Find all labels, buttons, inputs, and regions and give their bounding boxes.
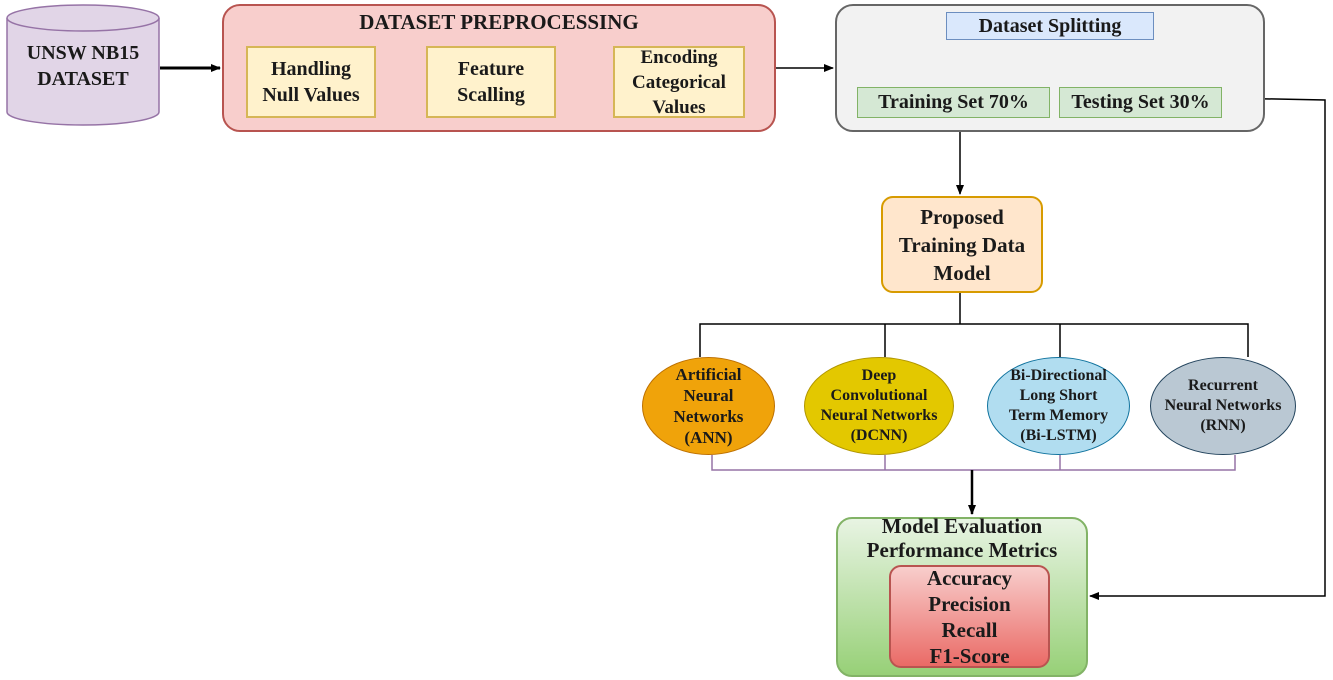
metric-precision: Precision xyxy=(928,591,1011,616)
proposed-line1: Proposed xyxy=(920,204,1004,229)
database-icon xyxy=(6,4,160,126)
metrics-box: Accuracy Precision Recall F1-Score xyxy=(889,565,1050,668)
proposed-line2: Training Data xyxy=(898,232,1026,257)
bilstm-line3: Term Memory xyxy=(1008,407,1109,424)
metric-accuracy: Accuracy xyxy=(926,565,1013,590)
encoding-line3: Values xyxy=(652,96,706,118)
proposed-line3: Model xyxy=(933,260,991,285)
bilstm-line4: (Bi-LSTM) xyxy=(1020,427,1097,444)
dataset-line2: DATASET xyxy=(37,68,129,90)
dcnn-ellipse: Deep Convolutional Neural Networks (DCNN… xyxy=(804,357,954,455)
ann-line2: Neural xyxy=(683,386,734,405)
ann-ellipse: Artificial Neural Networks (ANN) xyxy=(642,357,775,455)
dcnn-line4: (DCNN) xyxy=(850,427,908,444)
metric-f1-score: F1-Score xyxy=(929,643,1010,668)
bilstm-ellipse: Bi-Directional Long Short Term Memory (B… xyxy=(987,357,1130,455)
dataset-cylinder: UNSW NB15 DATASET xyxy=(6,4,160,126)
tree-bar xyxy=(699,323,1249,357)
splitting-title: Dataset Splitting xyxy=(946,12,1154,40)
evaluation-title: Model Evaluation Performance Metrics xyxy=(836,514,1088,562)
evaluation-title-line1: Model Evaluation xyxy=(881,514,1043,538)
testing-set-box: Testing Set 30% xyxy=(1059,87,1222,118)
dcnn-line1: Deep xyxy=(861,367,897,384)
encoding-line1: Encoding xyxy=(640,46,718,68)
dcnn-line2: Convolutional xyxy=(830,387,928,404)
ann-line4: (ANN) xyxy=(684,428,733,447)
preprocessing-title: DATASET PREPROCESSING xyxy=(359,10,639,34)
null-values-step: Handling Null Values xyxy=(246,46,376,118)
ann-line3: Networks xyxy=(673,407,744,426)
rnn-line1: Recurrent xyxy=(1188,377,1258,394)
bilstm-line2: Long Short xyxy=(1019,387,1098,404)
merge-line xyxy=(711,455,1236,471)
feature-scaling-line2: Scalling xyxy=(457,84,525,106)
bilstm-line1: Bi-Directional xyxy=(1010,367,1107,384)
training-set-box: Training Set 70% xyxy=(857,87,1050,118)
metric-recall: Recall xyxy=(941,617,998,642)
null-values-line1: Handling xyxy=(270,58,352,80)
encoding-line2: Categorical xyxy=(632,71,726,93)
evaluation-title-line2: Performance Metrics xyxy=(866,538,1058,562)
rnn-ellipse: Recurrent Neural Networks (RNN) xyxy=(1150,357,1296,455)
rnn-line2: Neural Networks xyxy=(1164,397,1282,414)
encoding-step: Encoding Categorical Values xyxy=(613,46,745,118)
dataset-line1: UNSW NB15 xyxy=(26,42,140,64)
dataset-label: UNSW NB15 DATASET xyxy=(6,40,160,92)
dcnn-line3: Neural Networks xyxy=(820,407,938,424)
proposed-model-box: Proposed Training Data Model xyxy=(881,196,1043,293)
feature-scaling-step: Feature Scalling xyxy=(426,46,556,118)
ann-line1: Artificial xyxy=(675,365,742,384)
arrow-testing-to-metrics xyxy=(1089,97,1326,600)
rnn-line3: (RNN) xyxy=(1200,417,1246,434)
feature-scaling-line1: Feature xyxy=(457,58,525,80)
null-values-line2: Null Values xyxy=(262,84,360,106)
